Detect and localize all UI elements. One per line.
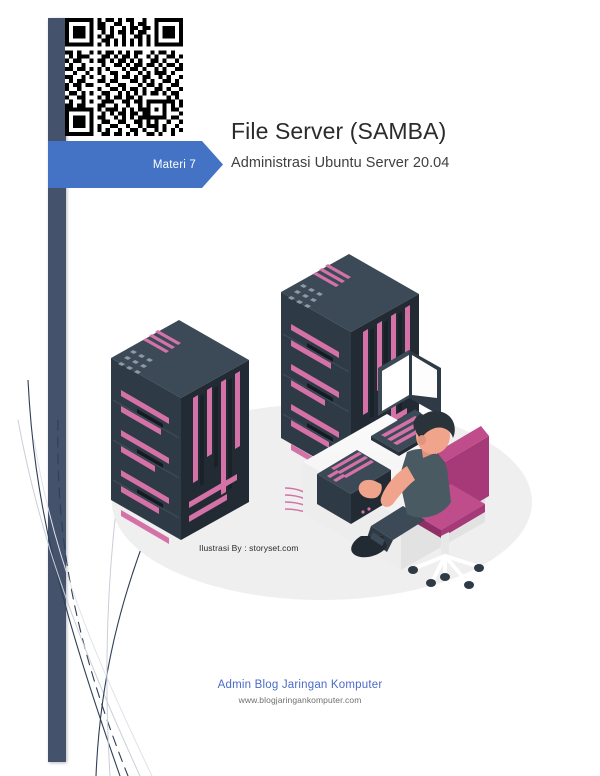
footer: Admin Blog Jaringan Komputer www.blogjar… xyxy=(0,679,600,705)
illustration-credit: Ilustrasi By : storyset.com xyxy=(199,543,299,553)
page-subtitle: Administrasi Ubuntu Server 20.04 xyxy=(231,154,450,171)
server-rack-icon xyxy=(111,320,249,544)
materi-ribbon-banner: Materi 7 xyxy=(48,141,223,188)
footer-url[interactable]: www.blogjaringankomputer.com xyxy=(238,695,362,705)
ribbon-shape xyxy=(48,141,223,188)
left-accent-bar xyxy=(48,18,66,762)
ribbon-label: Materi 7 xyxy=(152,158,196,171)
server-room-illustration xyxy=(85,240,555,600)
title-block: File Server (SAMBA) Administrasi Ubuntu … xyxy=(231,118,581,171)
monitor-icon xyxy=(378,350,441,427)
qr-code-icon[interactable] xyxy=(65,18,183,136)
page-title: File Server (SAMBA) xyxy=(231,118,447,144)
office-chair-icon xyxy=(407,426,489,589)
computer-tower-icon xyxy=(317,450,391,524)
person-icon xyxy=(351,410,455,558)
footer-author: Admin Blog Jaringan Komputer xyxy=(217,679,383,691)
